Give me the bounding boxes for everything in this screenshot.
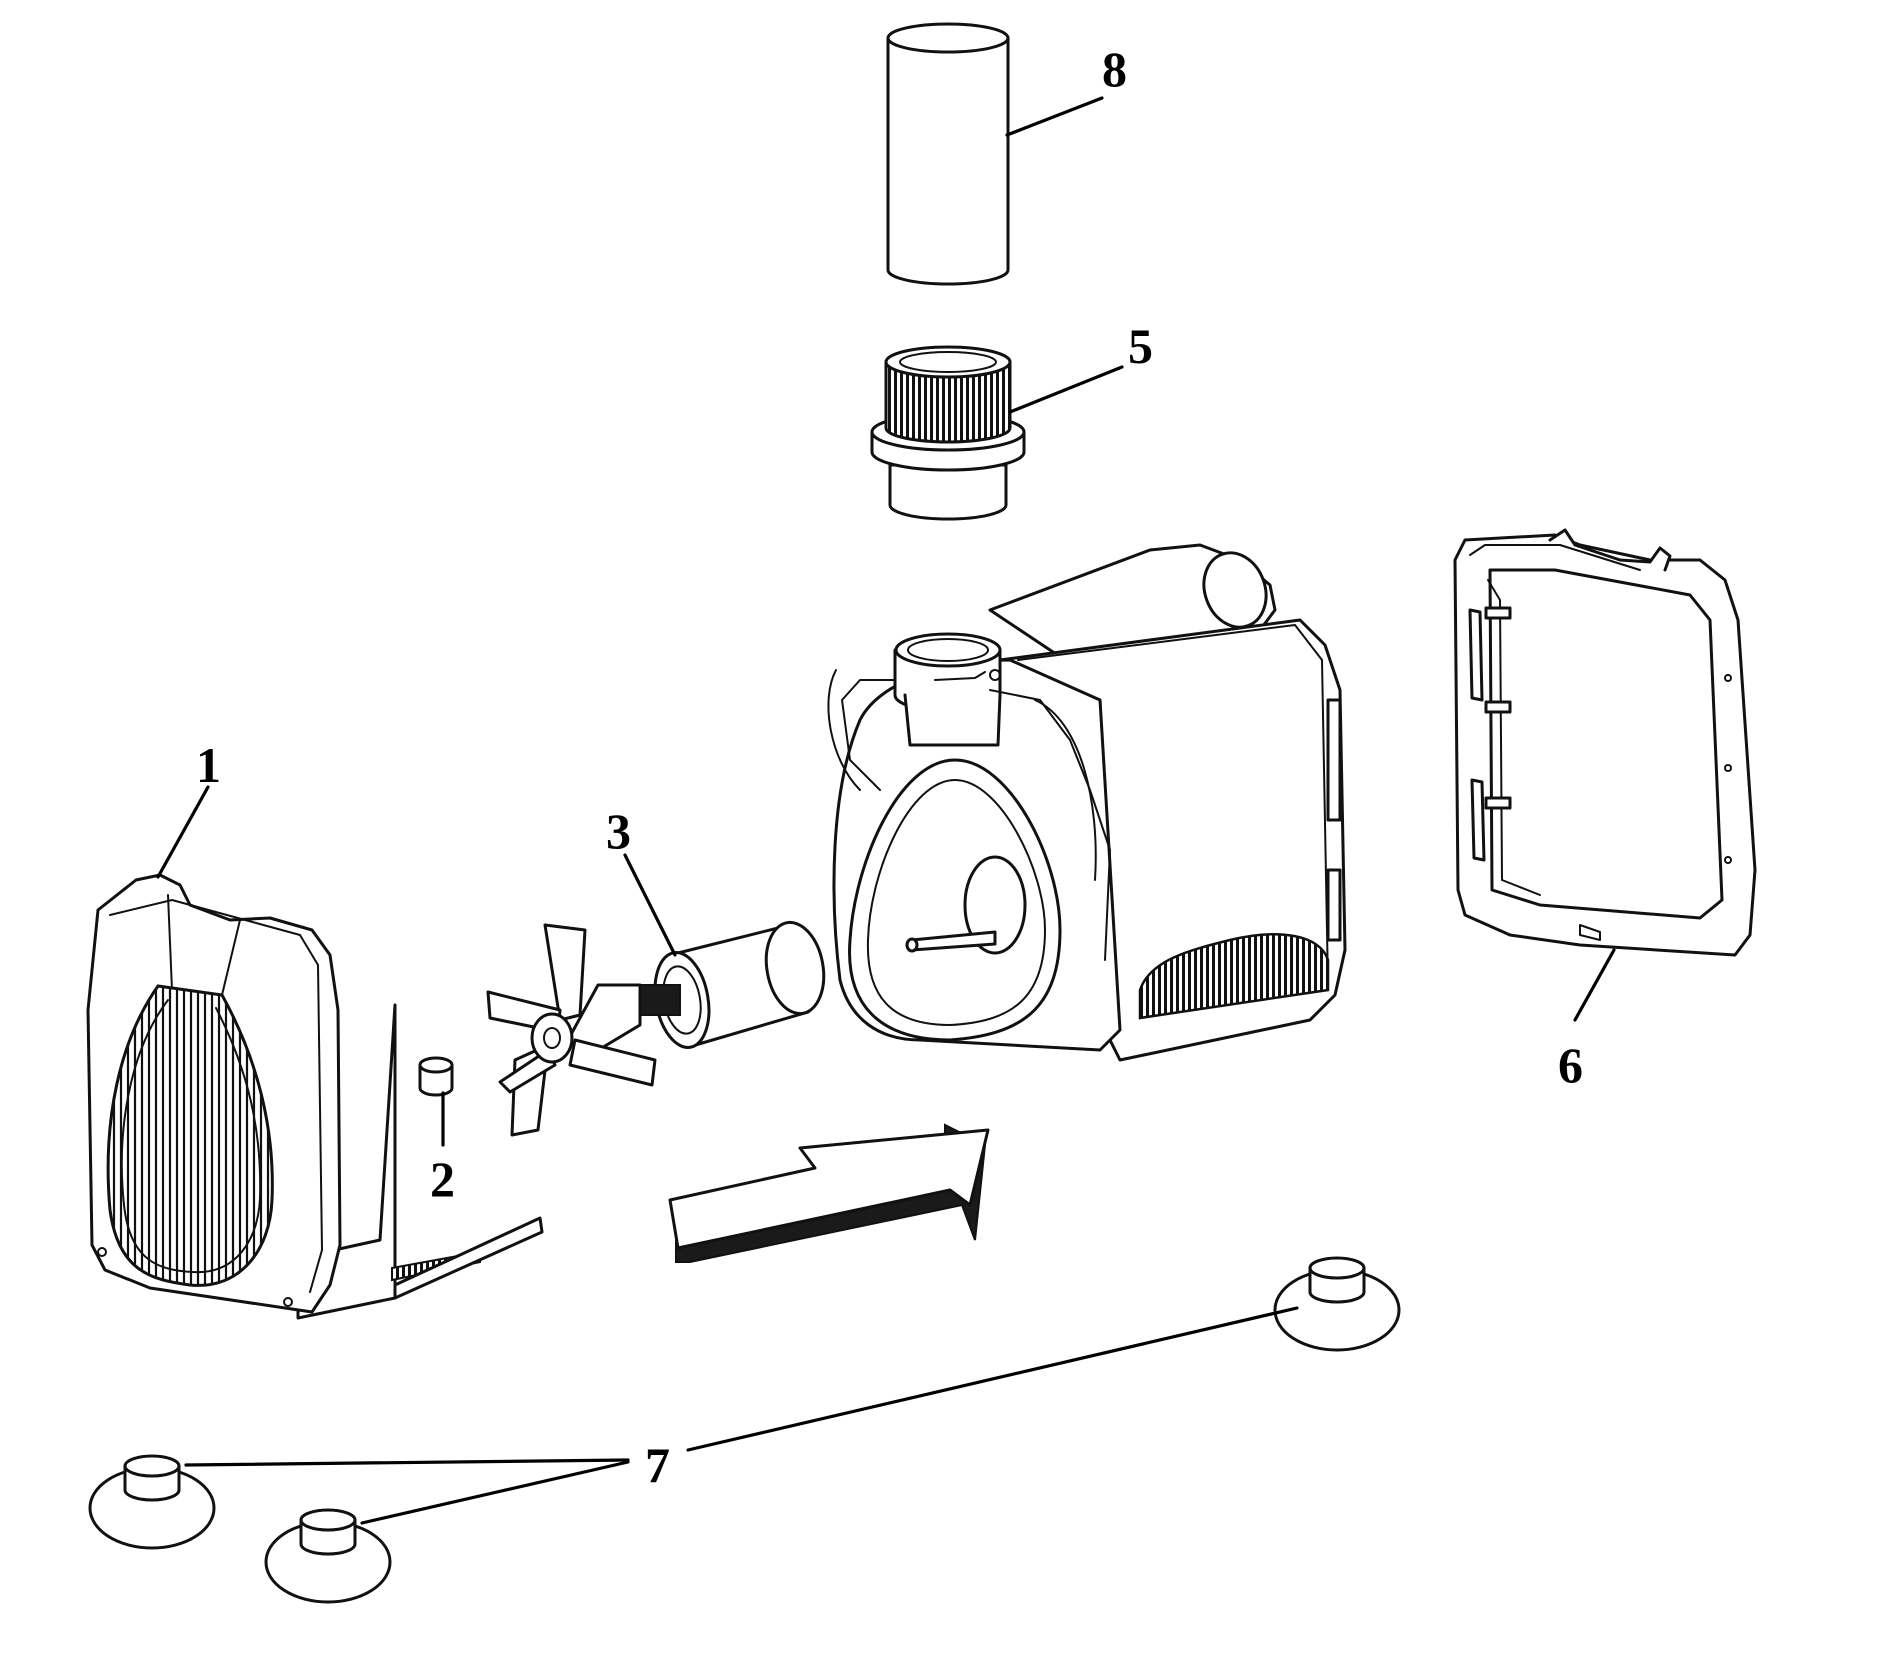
front-cover	[86, 873, 544, 1320]
leader-8	[1005, 96, 1104, 137]
leader-5	[1008, 365, 1124, 414]
leader-7c	[360, 1460, 630, 1525]
callout-7: 7	[645, 1437, 670, 1493]
callout-6: 6	[1558, 1037, 1583, 1093]
leader-7b	[184, 1458, 630, 1467]
outlet-tube	[886, 22, 1010, 286]
leader-3	[623, 853, 677, 957]
callout-5: 5	[1128, 318, 1153, 374]
leader-7a	[686, 1306, 1299, 1452]
callout-3: 3	[606, 803, 631, 859]
rear-frame	[1453, 528, 1757, 957]
callout-2: 2	[430, 1151, 455, 1207]
leader-1	[156, 785, 210, 879]
suction-cup-left-upper	[88, 1454, 216, 1550]
suction-cup-left-lower	[264, 1508, 392, 1604]
leader-lines	[156, 96, 1616, 1525]
direction-arrow	[668, 1123, 990, 1263]
bushing	[418, 1056, 454, 1097]
pump-body	[827, 543, 1347, 1062]
callout-1: 1	[196, 737, 221, 793]
threaded-adapter	[870, 345, 1026, 521]
suction-cup-right	[1273, 1256, 1401, 1352]
leader-6	[1573, 948, 1616, 1022]
impeller-rotor	[486, 920, 826, 1137]
callout-labels: 8 5 1 3 2 6 7	[196, 41, 1583, 1493]
callout-8: 8	[1102, 41, 1127, 97]
